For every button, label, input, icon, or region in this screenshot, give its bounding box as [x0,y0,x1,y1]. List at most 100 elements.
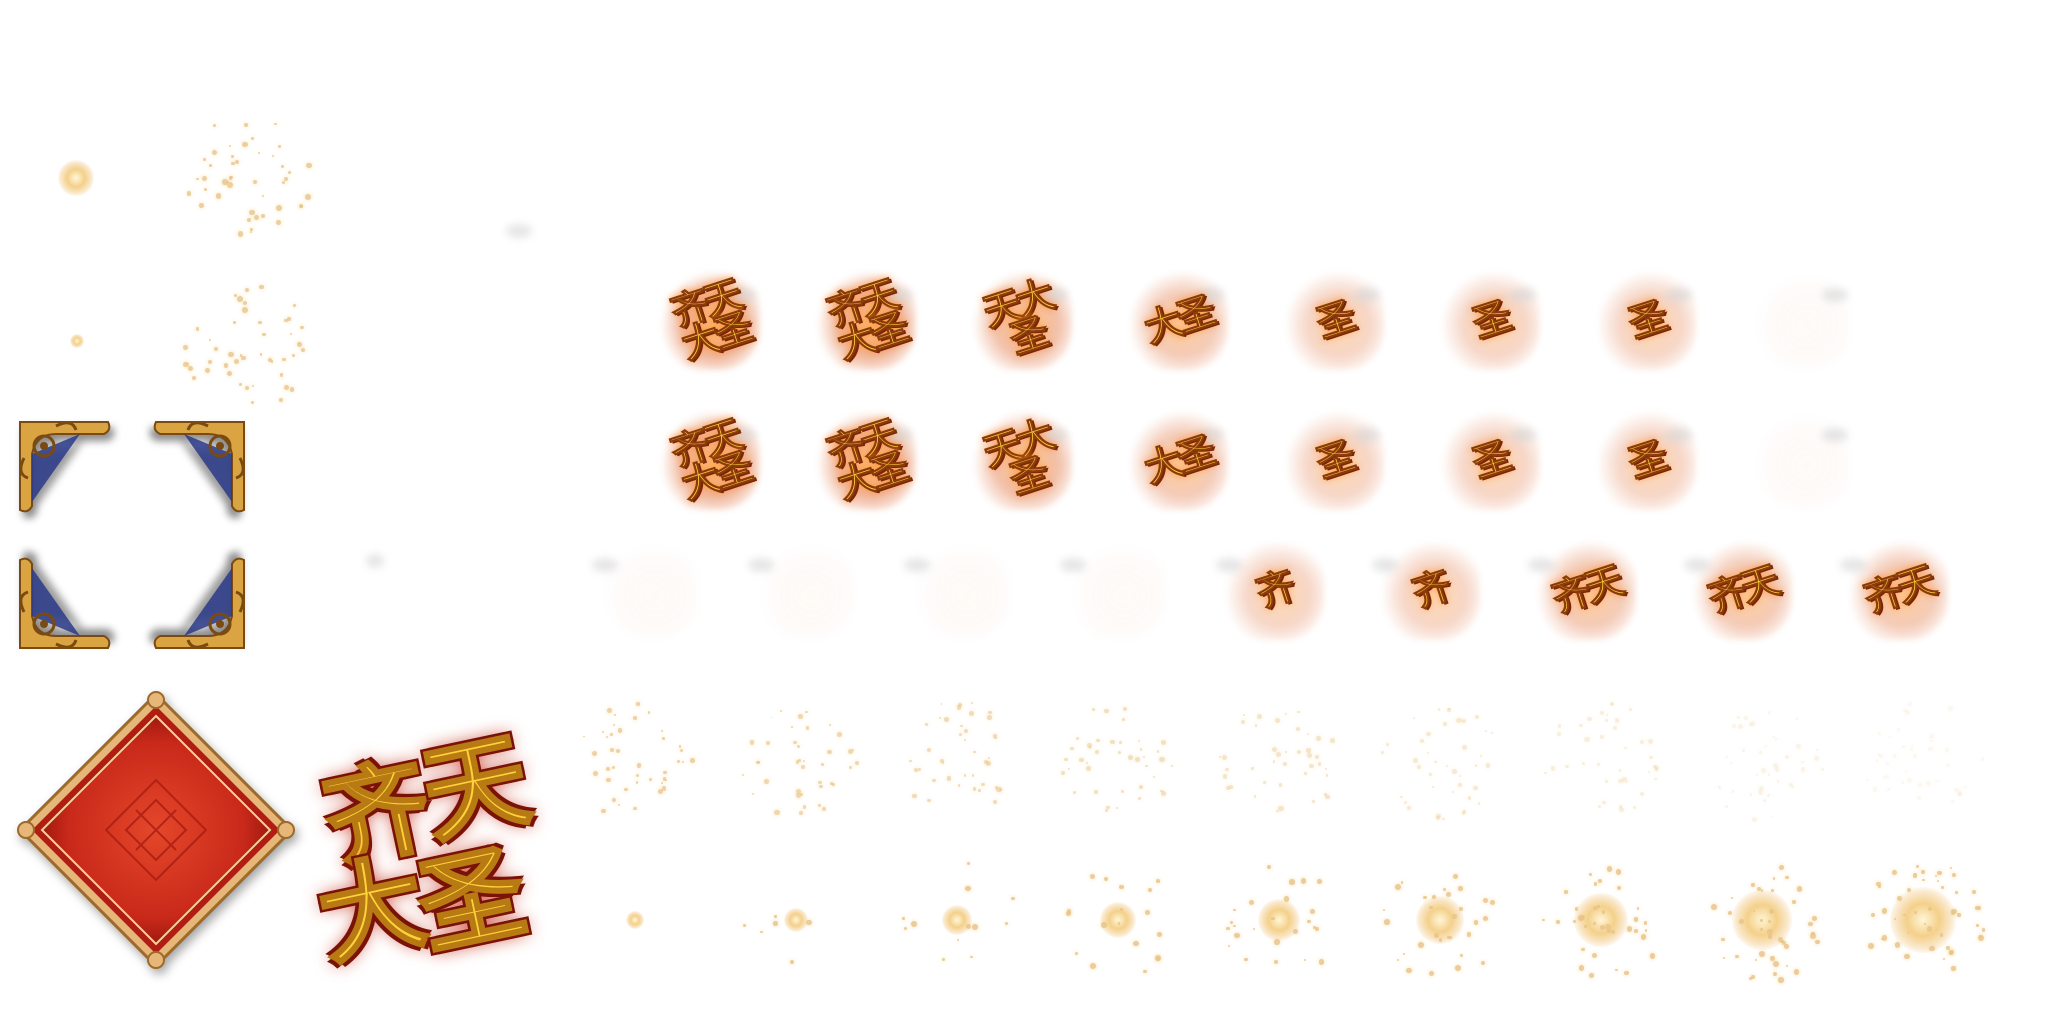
sparkle-dot [1087,743,1093,748]
sparkle-dot [1878,732,1881,736]
smoke-puff [1042,428,1068,442]
sparkle-dot [1644,929,1648,932]
sparkle-dot [1924,922,1927,925]
sparkle-dot [1606,866,1613,872]
sparkle-dot [1581,947,1585,952]
sparkle-dot [1073,791,1077,795]
sparkle-dot [1138,785,1143,790]
sparkle-dot [1406,967,1412,974]
sparkle-dot [633,807,637,811]
sparkle-burst [1541,860,1661,980]
sparkle-dot [1943,958,1946,961]
sparkle-dot [281,180,285,184]
sparkle-dot [183,361,189,368]
smoke-puff [1216,558,1242,572]
title-glyphs: 圣 [1622,432,1669,487]
sparkle-dot [271,154,274,157]
sparkle-dot [1739,918,1745,924]
sparkle-dot [1116,807,1119,810]
sparkle-dot [1767,934,1773,939]
sparkle-dot [278,397,284,402]
sparkle-dot [1426,751,1430,755]
sparkle-dot [1429,905,1434,910]
sparkle-dot [1452,914,1457,919]
sparkle-dot [1604,718,1609,723]
sparkle-dot [1276,751,1281,757]
sparkle-dot [1451,769,1457,774]
sparkle-dot [1633,917,1638,922]
sparkle-dot [199,203,204,208]
title-glyphs: 齐天 大圣 [665,411,755,508]
sparkle-dot [306,162,312,169]
logo-char-tian: 天 [411,715,541,860]
title-glyphs: 圣 [1310,292,1357,347]
sparkle-dot [1092,708,1095,711]
sparkle-dot [227,370,233,376]
sparkle-dot [233,321,236,324]
sparkle-dot [760,931,763,934]
sparkle-dot [267,358,272,363]
sparkle-dot [1929,945,1935,951]
sparkle-dot [233,358,240,365]
sparkle-dot [1226,926,1230,931]
fire-halo [1128,410,1228,510]
title-frame: 圣 [1596,270,1696,370]
sparkle-dot [1875,759,1879,762]
fire-halo [1440,410,1540,510]
sparkle-burst [1702,700,1824,823]
title-glyphs [1055,527,1181,653]
sparkle-dot [249,210,255,216]
sparkle-dot [1767,794,1770,797]
sparkle-dot [741,773,744,776]
sparkle-dot [1591,952,1597,958]
sparkle-dot [1778,937,1784,943]
sparkle-dot [183,345,188,351]
sparkle-dot [1957,913,1961,917]
sparkle-dot [1156,956,1161,961]
title-frame: 圣 [1440,270,1540,370]
sparkle-dot [805,710,808,714]
sparkle-dot [245,287,250,292]
sparkle-dot [963,739,966,742]
sparkle-dot [1475,714,1480,720]
sparkle-dot [1725,755,1729,759]
sparkle-dot [1297,710,1300,714]
sparkle-dot [605,766,611,772]
sparkle-dot [1145,764,1148,768]
sparkle-dot [1618,769,1621,772]
sparkle-dot [1458,886,1463,891]
sparkle-dot [802,804,807,809]
title-glyphs [1739,397,1865,523]
sparkle-dot [1550,766,1556,771]
sparkle-dot [1307,732,1310,735]
title-frame: 齐天 大圣 [816,410,916,510]
sparkle-dot [1767,929,1773,935]
sparkle-dot [766,741,771,746]
sparkle-dot [1145,910,1151,916]
sparkle-dot [1436,813,1441,819]
sparkle-dot [234,294,238,298]
sparkle-dot [1267,865,1272,870]
sparkle-dot [1447,707,1450,710]
sparkle-dot [1434,933,1440,939]
sparkle-dot [1011,896,1015,901]
sparkle-dot [960,724,963,728]
sparkle-dot [1951,800,1955,804]
sparkle-dot [780,709,783,712]
title-glyphs: 齐 [1406,562,1453,617]
sparkle-dot [793,740,797,745]
sparkle-dot [1882,935,1888,941]
sparkle-dot [964,729,969,734]
sparkle-dot [1309,763,1315,769]
sparkle-dot [1480,755,1483,757]
sparkle-dot [1748,976,1752,981]
sparkle-dot [633,716,637,721]
sparkle-dot [1592,905,1598,911]
sparkle-burst [1863,860,1986,980]
sparkle-dot [909,759,912,762]
sparkle-dot [244,386,249,391]
sparkle-dot [1233,924,1236,928]
sparkle-dot [249,230,253,234]
sparkle-dot [1395,883,1402,890]
sparkle-dot [1721,937,1726,942]
